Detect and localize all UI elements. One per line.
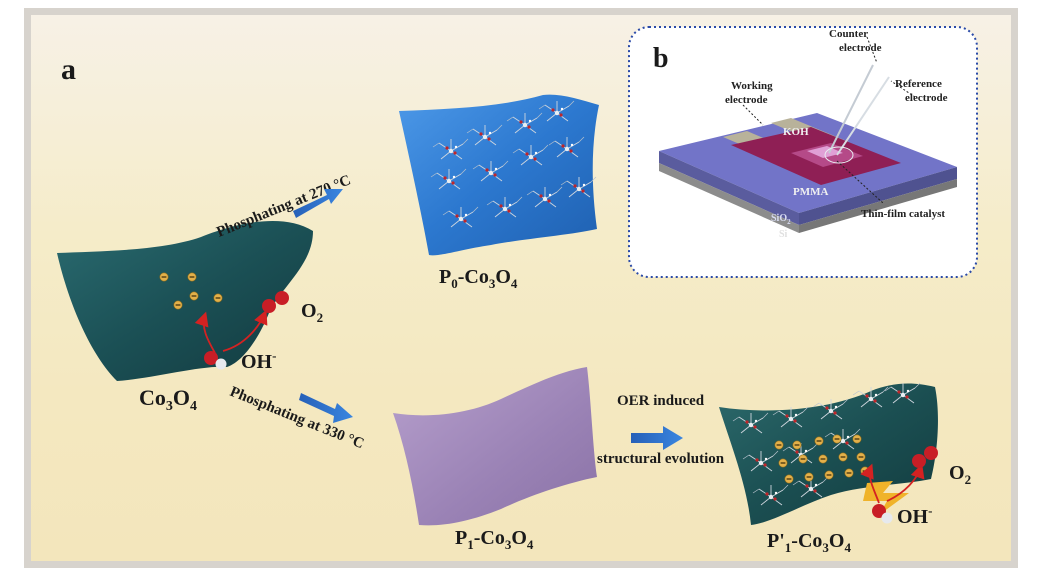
arrow-oer: [631, 426, 683, 450]
p1-sheet: [393, 367, 597, 525]
oh-label-1: OH-: [241, 348, 276, 373]
p1-label: P1-Co3O4: [455, 527, 534, 552]
oer-line2: structural evolution: [597, 451, 725, 467]
p1prime-label: P'1-Co3O4: [767, 530, 851, 555]
counter-electrode-line1: Counter: [829, 28, 868, 40]
p1prime-sheet: [719, 383, 938, 525]
figure-frame: a O2 OH- Co3O4 Phosphating at 270 °C P0-…: [24, 8, 1018, 568]
o2-label-2: O2: [949, 462, 971, 487]
reference-electrode-line1: Reference: [895, 78, 942, 90]
panel-b-inset: b: [629, 27, 977, 277]
oer-line1: OER induced: [617, 393, 705, 409]
panel-a-letter: a: [61, 53, 76, 86]
pmma-label: PMMA: [793, 186, 828, 198]
working-electrode-line1: Working: [731, 80, 773, 92]
counter-electrode-line2: electrode: [839, 42, 882, 54]
koh-label: KOH: [783, 126, 809, 138]
co3o4-label: Co3O4: [139, 385, 197, 414]
si-label: Si: [779, 229, 788, 240]
diagram-canvas: a O2 OH- Co3O4 Phosphating at 270 °C P0-…: [31, 15, 1011, 561]
oh-label-2: OH-: [897, 503, 932, 528]
reference-electrode-line2: electrode: [905, 92, 948, 104]
thin-film-label: Thin-film catalyst: [861, 208, 945, 220]
p0-label: P0-Co3O4: [439, 266, 518, 291]
working-electrode-line2: electrode: [725, 94, 768, 106]
o2-label-1: O2: [301, 300, 323, 325]
p0-sheet: [399, 95, 599, 256]
panel-b-letter: b: [653, 43, 669, 74]
